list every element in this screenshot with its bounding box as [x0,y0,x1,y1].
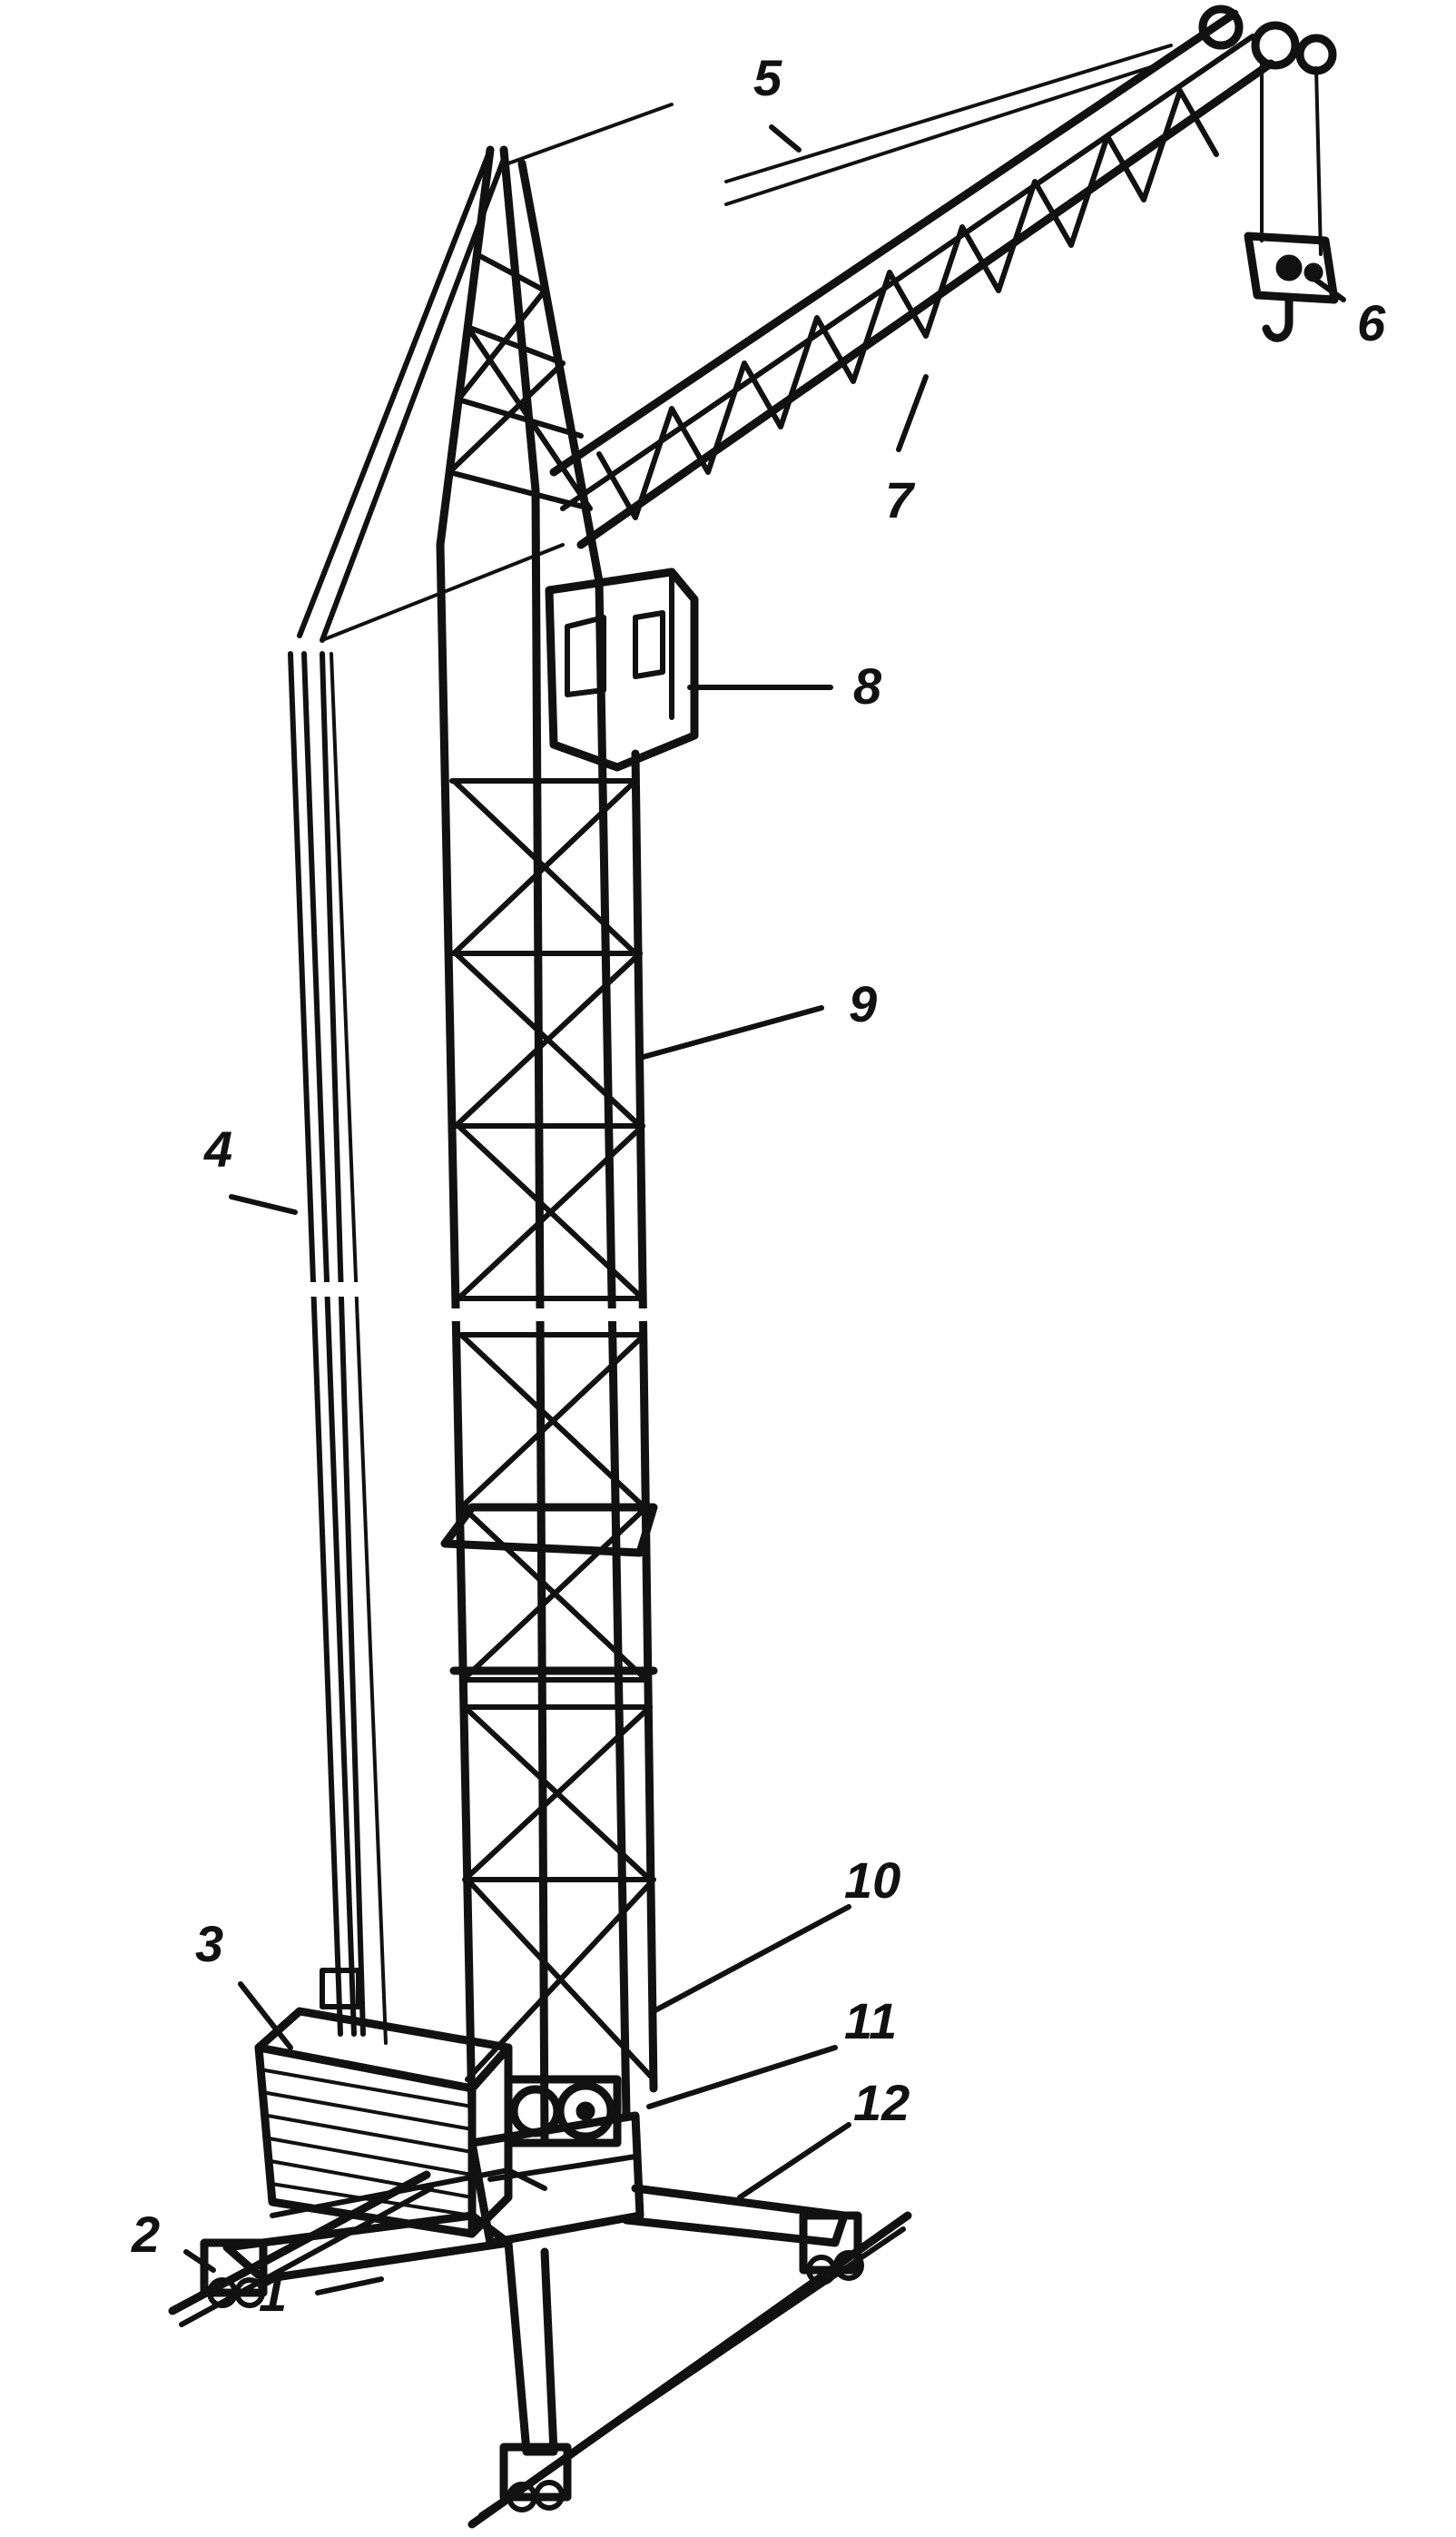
callout-9: 9 [849,975,877,1032]
callout-10: 10 [844,1851,900,1909]
undercarriage [200,2111,864,2512]
callout-11: 11 [844,1992,897,2049]
callout-4: 4 [203,1120,232,1178]
crane-rails [168,2170,912,2529]
callout-6: 6 [1357,294,1386,351]
callout-5: 5 [753,49,782,106]
hook-block [1244,62,1339,342]
operator-cabin [545,568,699,772]
jib-stay-ropes [297,44,1173,643]
hoist-winch [504,2075,622,2147]
callout-leaders [183,124,1346,2295]
crane-jib [549,5,1337,549]
crane-tower [427,145,663,2147]
callout-3: 3 [195,1915,223,1972]
callout-8: 8 [853,657,882,715]
hoist-ropes [281,651,390,2045]
callout-labels: 1 2 3 4 5 6 7 8 9 10 11 12 [131,49,1386,2322]
callout-7: 7 [885,471,916,528]
callout-12: 12 [853,2074,910,2131]
callout-2: 2 [131,2206,160,2263]
callout-1: 1 [259,2265,287,2322]
